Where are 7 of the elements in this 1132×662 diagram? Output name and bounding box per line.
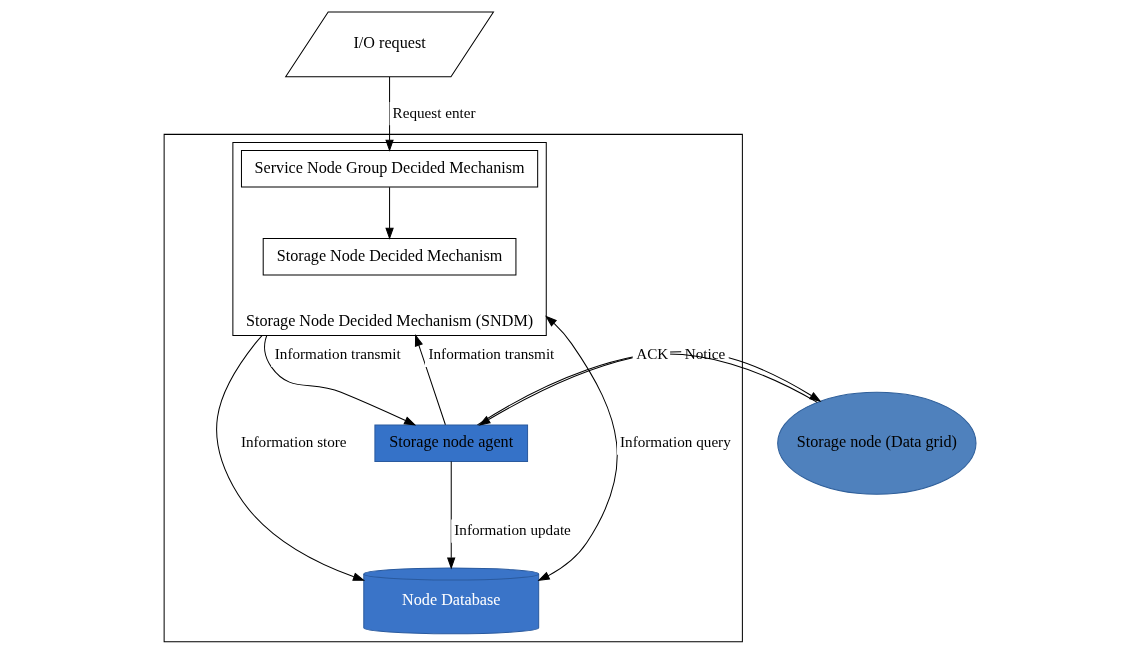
edge-label: Information store	[240, 433, 347, 451]
edge-label: ACK	[636, 345, 669, 363]
edge-label: Information query	[620, 433, 731, 451]
edge-label: Information transmit	[274, 345, 401, 363]
edge-label: Information transmit	[428, 345, 555, 363]
edge-label: Request enter	[392, 103, 476, 121]
edge-label: Information update	[454, 521, 571, 539]
